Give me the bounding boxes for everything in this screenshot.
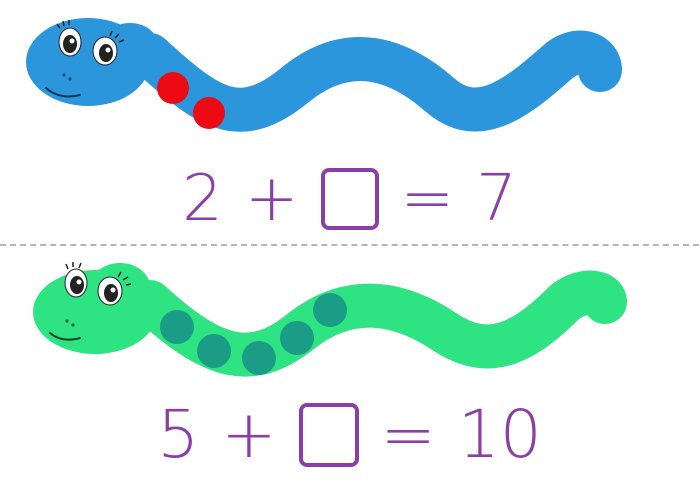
bottom-equation: 5 + = 10 — [0, 395, 699, 475]
left-eye-icon — [64, 262, 88, 298]
top-equation: 2 + = 7 — [0, 160, 699, 238]
top-card: 2 + = 7 — [0, 0, 699, 245]
plus-sign: + — [244, 162, 299, 236]
dashed-cut-line — [0, 244, 699, 246]
nostrils-icon — [62, 73, 72, 81]
green-worm-illustration — [33, 262, 627, 377]
blue-worm-body — [26, 18, 622, 132]
right-eye-icon — [92, 30, 125, 66]
addend-number: 5 — [157, 396, 200, 473]
answer-box[interactable] — [320, 168, 379, 230]
right-eye-icon — [97, 271, 132, 306]
teal-dot — [313, 293, 347, 327]
blue-worm-illustration — [26, 18, 622, 132]
teal-dot — [197, 334, 231, 368]
red-dot — [157, 72, 189, 104]
red-dot — [193, 97, 225, 129]
nostrils-icon — [65, 319, 75, 327]
teal-dot — [242, 341, 276, 375]
smile-icon — [45, 87, 81, 98]
addend-number: 2 — [182, 162, 223, 236]
teal-dot — [280, 321, 314, 355]
equals-sign: = — [400, 162, 455, 236]
bottom-card: 5 + = 10 — [0, 247, 699, 494]
result-number: 7 — [476, 162, 517, 236]
equals-sign: = — [380, 396, 436, 473]
red-dots — [157, 72, 225, 129]
smile-icon — [49, 332, 81, 341]
plus-sign: + — [221, 396, 277, 473]
teal-dot — [160, 310, 194, 344]
result-number: 10 — [457, 396, 542, 473]
answer-box[interactable] — [298, 403, 359, 467]
left-eye-icon — [56, 20, 82, 57]
teal-dots — [160, 293, 347, 375]
